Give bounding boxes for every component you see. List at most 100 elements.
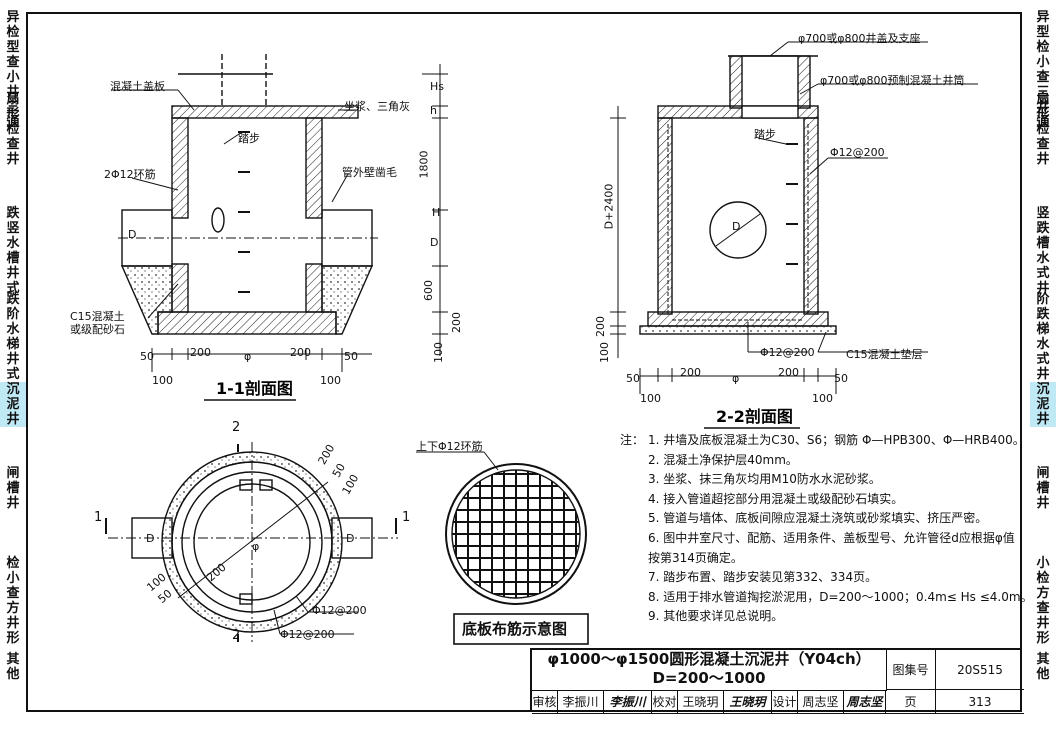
section-1-1-title: 1-1剖面图	[216, 379, 293, 398]
note-item: 1. 井墙及底板混凝土为C30、S6；钢筋 Φ—HPB300、Φ—HRB400。	[648, 433, 1025, 447]
note-item: 8. 适用于排水管道掏挖淤泥用，D=200～1000；0.4m≤ Hs ≤4.0…	[648, 589, 1033, 604]
plan-d-left: D	[146, 532, 155, 545]
dim-b200b: 200	[290, 346, 311, 359]
section-1-1-drawing	[112, 54, 448, 372]
side-tab-right-3[interactable]: 阶跌梯水式井	[1036, 292, 1050, 382]
dim-22-50a: 50	[626, 372, 640, 385]
dim-b100a: 100	[152, 374, 173, 387]
atlas-label: 图集号	[886, 650, 936, 690]
review-label: 审核	[532, 690, 558, 714]
base-rebar-diagram	[416, 451, 589, 645]
side-tab-left-6[interactable]: 检小查方井形	[6, 556, 20, 646]
plan-rebar-1: Φ12@200	[312, 604, 367, 617]
dim-H: H	[432, 206, 441, 219]
drawing-canvas: 1-1剖面图	[105, 41, 978, 645]
note-item: 7. 踏步布置、踏步安装见第332、334页。	[648, 570, 878, 585]
page-value: 313	[936, 690, 1024, 714]
reviewer: 李振川	[558, 690, 604, 714]
note-item: 6. 图中井室尺寸、配筋、适用条件、盖板型号、允许管径d应根据φ值	[648, 531, 1015, 545]
dim-22-50b: 50	[834, 372, 848, 385]
dim-b50b: 50	[344, 350, 358, 363]
note-item: 9. 其他要求详见总说明。	[648, 609, 784, 624]
side-tab-right-7[interactable]: 其他	[1036, 652, 1050, 682]
design-label: 设计	[772, 690, 798, 714]
side-tab-left-5[interactable]: 闸槽井	[6, 466, 20, 511]
dim-22-100: 100	[598, 342, 611, 363]
checker-signature: 王晓玥	[724, 690, 772, 714]
note-item: 2. 混凝土净保护层40mm。	[648, 452, 798, 467]
drawing-frame	[26, 12, 1022, 712]
side-tab-right-1[interactable]: 扇形检查井	[1036, 92, 1050, 167]
dim-b50a: 50	[140, 350, 154, 363]
page-label: 页	[886, 690, 936, 714]
dim-100: 100	[432, 342, 445, 363]
label-ring-rebar: 2Φ12环筋	[104, 168, 156, 181]
check-label: 校对	[652, 690, 678, 714]
label-pipe-d: D	[128, 228, 137, 241]
dim-22-100b: 100	[812, 392, 833, 405]
cut-1-right: 1	[402, 510, 411, 525]
title-block-title: φ1000～φ1500圆形混凝土沉泥井（Y04ch） D=200～1000	[532, 650, 887, 691]
dim-22-200a: 200	[680, 366, 701, 379]
side-tab-left-2[interactable]: 跌竖水槽井式	[6, 206, 20, 296]
side-tab-right-4[interactable]: 沉泥井	[1030, 382, 1056, 427]
base-rebar-label: 上下Φ12环筋	[416, 440, 483, 453]
side-tab-left-7[interactable]: 其他	[6, 652, 20, 682]
dim-d2400: D+2400	[602, 183, 616, 230]
title-line-1: φ1000～φ1500圆形混凝土沉泥井（Y04ch）	[547, 650, 871, 668]
label-base-rebar: Φ12@200	[760, 346, 815, 359]
title-block: φ1000～φ1500圆形混凝土沉泥井（Y04ch） D=200～1000 图集…	[530, 648, 1024, 714]
plan-view-drawing	[105, 442, 398, 642]
label-pipe-22: D	[732, 220, 741, 233]
dim-hs: Hs	[430, 80, 445, 93]
dim-1800: 1800	[417, 150, 431, 179]
label-pad: C15混凝土垫层	[846, 348, 923, 361]
side-tab-left-0[interactable]: 异检型查小井三通	[6, 10, 20, 130]
note-item: 按第314页确定。	[648, 550, 743, 565]
side-tab-right-0[interactable]: 异型检小查三井通	[1036, 10, 1050, 130]
label-roughen: 管外壁凿毛	[342, 166, 397, 179]
label-wall-rebar: Φ12@200	[830, 146, 885, 159]
dim-22-200b: 200	[778, 366, 799, 379]
dim-22-100a: 100	[640, 392, 661, 405]
plan-phi: φ	[252, 540, 260, 553]
designer-signature: 周志坚	[844, 690, 886, 714]
label-cover-slab: 混凝土盖板	[110, 80, 165, 93]
dim-h: h	[430, 104, 437, 117]
base-rebar-title: 底板布筋示意图	[462, 620, 568, 638]
designer: 周志坚	[798, 690, 844, 714]
dim-200: 200	[450, 312, 463, 333]
dim-bphi: φ	[244, 350, 252, 363]
checker: 王晓玥	[678, 690, 724, 714]
dim-b200a: 200	[190, 346, 211, 359]
section-2-2-drawing	[610, 41, 978, 394]
side-tab-right-5[interactable]: 闸槽井	[1036, 466, 1050, 511]
notes-prefix: 注：	[620, 433, 645, 447]
cut-2-bottom: 2	[232, 628, 241, 643]
side-tab-right-2[interactable]: 竖跌槽水式井	[1036, 206, 1050, 296]
note-item: 3. 坐浆、抹三角灰均用M10防水水泥砂浆。	[648, 472, 881, 487]
note-item: 4. 接入管道超挖部分用混凝土或级配砂石填实。	[648, 491, 904, 506]
dim-22-200: 200	[594, 316, 607, 337]
reviewer-signature: 李振川	[604, 690, 652, 714]
plan-rebar-2: Φ12@200	[280, 628, 335, 641]
dim-600: 600	[422, 280, 435, 301]
cut-1-left: 1	[94, 510, 103, 525]
title-line-2: D=200～1000	[652, 669, 766, 687]
label-step-22: 踏步	[754, 128, 776, 141]
label-cover-seat: φ700或φ800井盖及支座	[798, 32, 921, 45]
side-tab-right-6[interactable]: 小检方查井形	[1036, 556, 1050, 646]
atlas-value: 20S515	[936, 650, 1024, 690]
side-tab-left-4[interactable]: 沉泥井	[0, 382, 26, 427]
side-tab-left-3[interactable]: 跌阶水梯井式	[6, 292, 20, 382]
side-tab-left-1[interactable]: 扇形检查井	[6, 92, 20, 167]
plan-d-right: D	[346, 532, 355, 545]
note-item: 5. 管道与墙体、底板间隙应混凝土浇筑或砂浆填实、挤压严密。	[648, 511, 988, 526]
dim-b100b: 100	[320, 374, 341, 387]
dim-22-phi: φ	[732, 372, 740, 385]
label-base-bed: C15混凝土 或级配砂石	[70, 310, 125, 336]
label-step: 踏步	[238, 132, 260, 145]
label-mortar: 坐浆、三角灰	[344, 100, 410, 113]
cut-2-top: 2	[232, 420, 241, 435]
label-shaft: φ700或φ800预制混凝土井筒	[820, 74, 965, 87]
